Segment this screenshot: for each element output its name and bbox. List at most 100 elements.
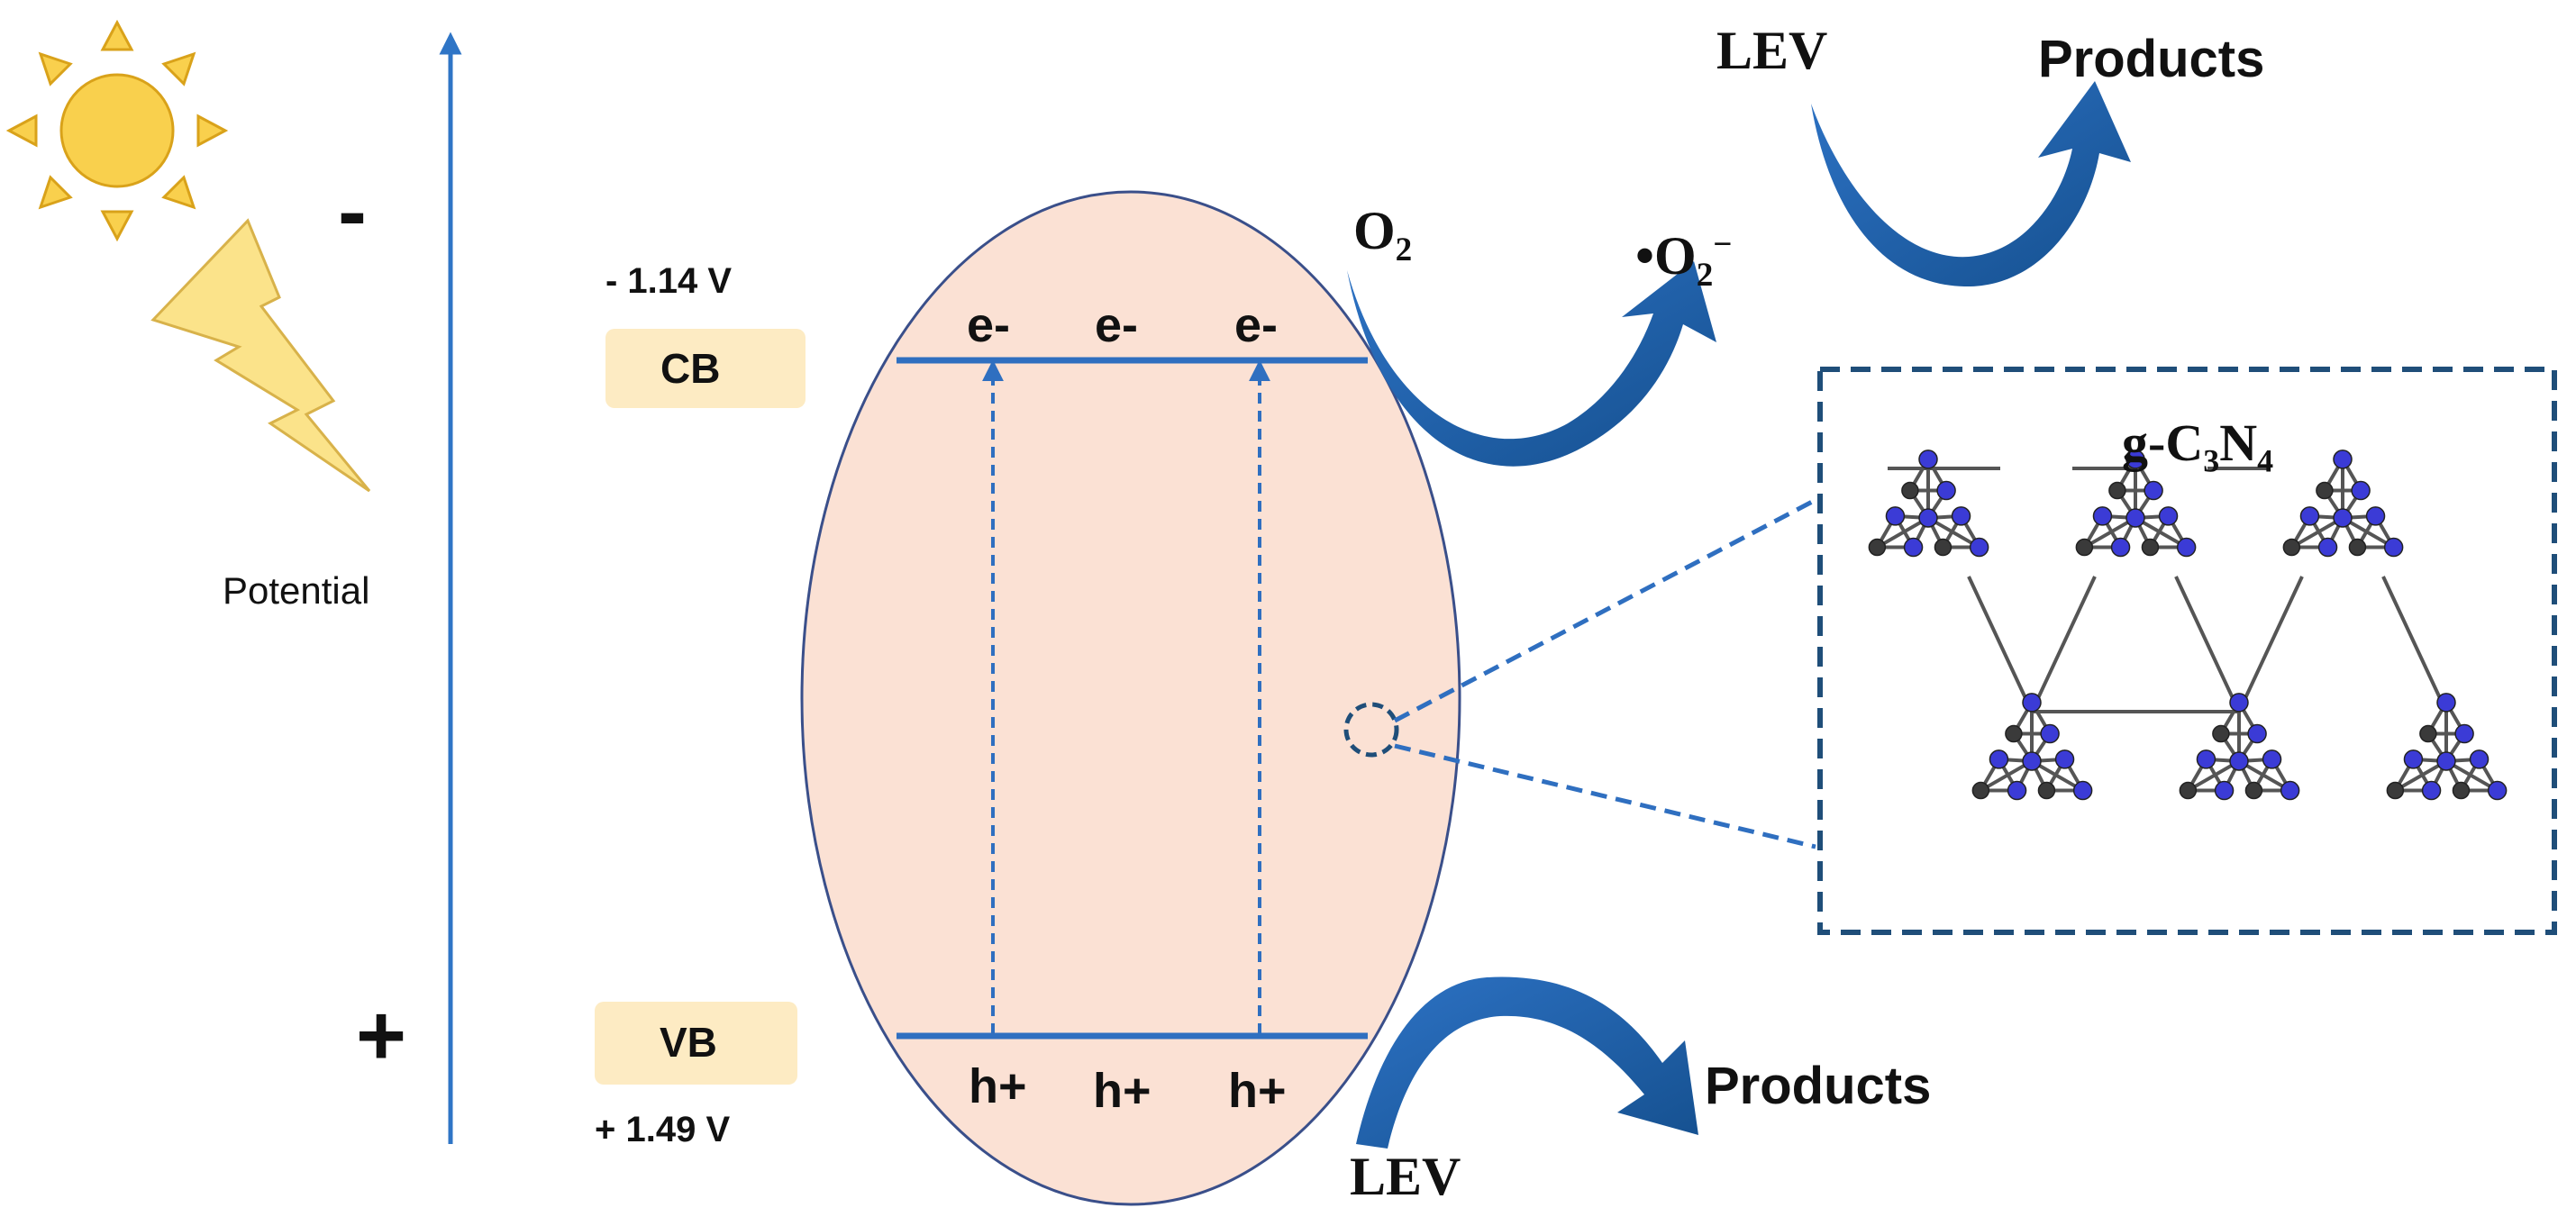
- carbon-atom: [1901, 481, 1919, 500]
- hole-2: h+: [1093, 1064, 1151, 1118]
- nitrogen-atom: [2144, 480, 2163, 501]
- nitrogen-atom: [1903, 537, 1924, 558]
- bond: [1980, 759, 2033, 793]
- nitrogen-atom: [1936, 480, 1956, 501]
- electron-3: e-: [1234, 298, 1279, 352]
- zoom-connector-top: [1393, 497, 1817, 723]
- bond: [2394, 759, 2447, 793]
- lev-bottom-label: LEV: [1350, 1147, 1461, 1206]
- nitrogen-atom: [1969, 537, 1989, 558]
- nitrogen-atom: [2110, 537, 2131, 558]
- nitrogen-atom: [2280, 780, 2300, 801]
- bond: [2290, 516, 2344, 549]
- superoxide-base: •O: [1635, 226, 1697, 286]
- cb-potential: - 1.14 V: [605, 261, 733, 301]
- nitrogen-atom: [1918, 450, 1938, 469]
- products-bottom-label: Products: [1705, 1057, 1932, 1115]
- carbon-atom: [2108, 481, 2126, 500]
- lightning-icon: [150, 218, 371, 493]
- carbon-atom: [2212, 724, 2230, 743]
- inset-title: g-C3N4: [2122, 413, 2273, 480]
- nitrogen-atom: [2469, 749, 2490, 769]
- nitrogen-atom: [2125, 450, 2145, 469]
- oxygen-subscript: 2: [1395, 232, 1413, 268]
- nitrogen-atom: [2365, 506, 2386, 526]
- hole-3: h+: [1228, 1064, 1287, 1118]
- bond: [1876, 516, 1929, 549]
- oxygen-base: O: [1353, 201, 1396, 260]
- superoxide-subscript: 2: [1696, 257, 1714, 294]
- nitrogen-atom: [2247, 723, 2267, 744]
- nitrogen-atom: [2040, 723, 2060, 744]
- bond: [2083, 516, 2136, 549]
- lev-top-label: LEV: [1716, 21, 1828, 80]
- potential-axis-label: Potential: [223, 569, 370, 612]
- nitrogen-atom: [2317, 537, 2338, 558]
- nitrogen-atom: [1989, 749, 2009, 769]
- bond: [2342, 516, 2395, 549]
- bond: [2381, 576, 2448, 713]
- positive-potential-sign: +: [356, 987, 407, 1084]
- carbon-atom: [2419, 724, 2437, 743]
- nitrogen-atom: [1885, 506, 1906, 526]
- cb-label: CB: [660, 345, 721, 392]
- nitrogen-atom: [1918, 508, 1938, 528]
- nitrogen-atom: [2176, 537, 2197, 558]
- nitrogen-atom: [2333, 450, 2353, 469]
- sun-icon: [5, 19, 229, 242]
- bond: [2187, 759, 2240, 793]
- nitrogen-atom: [2299, 506, 2320, 526]
- carbon-atom: [2282, 538, 2301, 557]
- nitrogen-atom: [2214, 780, 2235, 801]
- nitrogen-atom: [2092, 506, 2113, 526]
- lev-bottom-arrow: [1356, 976, 1698, 1149]
- inset-title-mid: N: [2219, 413, 2258, 472]
- nitrogen-atom: [2262, 749, 2282, 769]
- carbon-atom: [2179, 781, 2198, 800]
- nitrogen-atom: [1951, 506, 1971, 526]
- bond: [2445, 759, 2499, 793]
- carbon-atom: [1971, 781, 1990, 800]
- nitrogen-atom: [2229, 751, 2249, 771]
- gcn-particle: [800, 190, 1461, 1206]
- nitrogen-atom: [2454, 723, 2474, 744]
- vb-label-box: [595, 1002, 797, 1085]
- vb-label: VB: [660, 1019, 717, 1066]
- carbon-atom: [2452, 781, 2471, 800]
- inset-title-sub1: 3: [2203, 442, 2220, 479]
- nitrogen-atom: [2196, 749, 2216, 769]
- hole-1: h+: [969, 1059, 1027, 1113]
- nitrogen-atom: [2436, 751, 2456, 771]
- inset-title-sub2: 4: [2257, 442, 2274, 479]
- bond: [1967, 576, 2034, 713]
- cb-label-box: [605, 329, 806, 408]
- bond: [2031, 759, 2084, 793]
- nitrogen-atom: [2229, 693, 2249, 713]
- inset-box: [1817, 367, 2557, 935]
- nitrogen-atom: [2007, 780, 2027, 801]
- bond: [2238, 759, 2291, 793]
- vb-potential: + 1.49 V: [595, 1110, 731, 1149]
- nitrogen-atom: [2022, 751, 2042, 771]
- nitrogen-atom: [2125, 508, 2145, 528]
- zoom-connector-bottom: [1394, 743, 1816, 849]
- bond: [2135, 516, 2188, 549]
- oxygen-label: O2: [1353, 200, 1412, 269]
- carbon-atom: [1868, 538, 1887, 557]
- products-top-label: Products: [2038, 30, 2265, 88]
- carbon-atom: [2348, 538, 2367, 557]
- nitrogen-atom: [2022, 693, 2042, 713]
- nitrogen-atom: [2351, 480, 2371, 501]
- gcn-structure: [1868, 450, 2508, 801]
- carbon-atom: [2037, 781, 2056, 800]
- bond: [1927, 516, 1980, 549]
- bond: [2030, 576, 2097, 713]
- electron-1: e-: [967, 298, 1011, 352]
- nitrogen-atom: [2333, 508, 2353, 528]
- carbon-atom: [2244, 781, 2263, 800]
- bond: [2237, 576, 2304, 713]
- nitrogen-atom: [2072, 780, 2093, 801]
- superoxide-label: •O2−: [1635, 225, 1732, 295]
